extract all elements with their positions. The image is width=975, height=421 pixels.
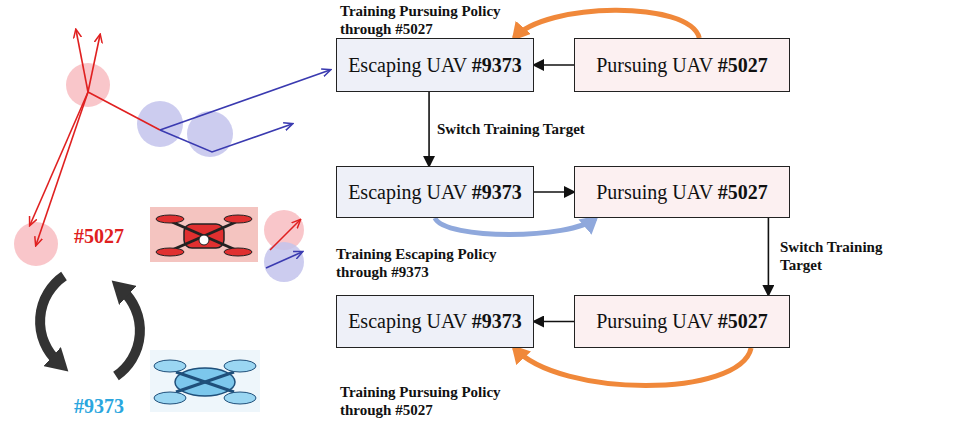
trajectory-circles (14, 63, 304, 282)
pursuing-uav-box: Pursuing UAV #5027 (574, 166, 790, 218)
cycle-arrows (40, 276, 140, 376)
training-arrow (514, 348, 751, 386)
edge-label: Switch Training Target (437, 120, 585, 138)
flow-arrow (534, 191, 574, 193)
pursuing-uav-box: Pursuing UAV #5027 (574, 38, 790, 92)
pursuer-trajectory (30, 30, 300, 250)
box-label: Pursuing UAV #5027 (596, 181, 768, 204)
flow-arrow (534, 321, 574, 323)
escaping-uav-box: Escaping UAV #9373 (336, 295, 534, 348)
edge-label: Switch Training Target (780, 238, 892, 274)
box-label: Pursuing UAV #5027 (596, 54, 768, 77)
escaping-uav-box: Escaping UAV #9373 (336, 38, 534, 92)
training-note: Training Pursuing Policy through #5027 (340, 2, 530, 38)
training-arrow (435, 218, 596, 235)
training-arrow (514, 10, 699, 38)
escaping-drone-icon (150, 350, 260, 412)
uav-id-label: #9373 (74, 394, 124, 418)
box-label: Pursuing UAV #5027 (596, 310, 768, 333)
box-label: Escaping UAV #9373 (348, 54, 522, 77)
flow-arrow (428, 92, 430, 166)
uav-id-label: #5027 (74, 224, 124, 248)
flow-arrow (534, 64, 574, 66)
training-note: Training Escaping Policy through #9373 (336, 245, 536, 281)
escaping-uav-box: Escaping UAV #9373 (336, 166, 534, 218)
training-note: Training Pursuing Policy through #5027 (340, 383, 530, 419)
pursuing-uav-box: Pursuing UAV #5027 (574, 295, 790, 348)
pursuing-drone-icon (150, 207, 258, 262)
box-label: Escaping UAV #9373 (348, 310, 522, 333)
flow-arrow (768, 218, 770, 295)
box-label: Escaping UAV #9373 (348, 181, 522, 204)
